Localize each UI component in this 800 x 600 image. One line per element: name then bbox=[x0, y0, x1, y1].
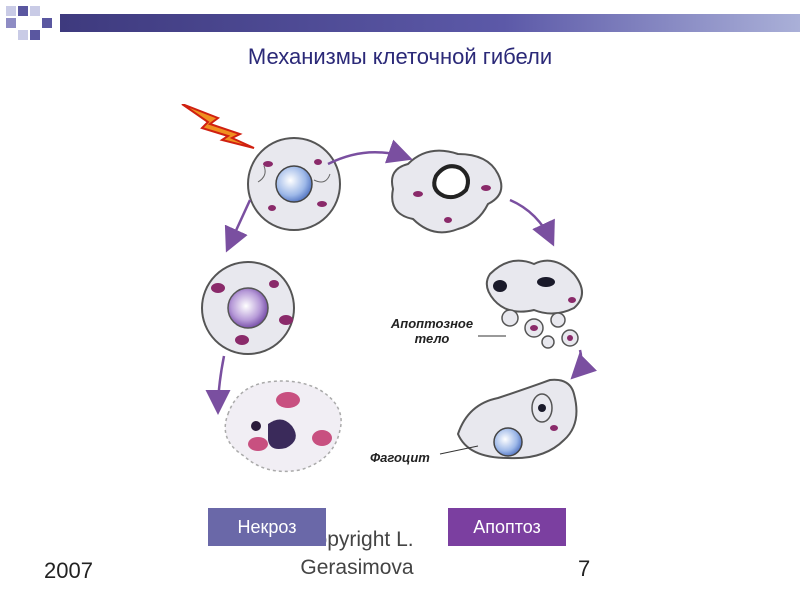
footer-year: 2007 bbox=[44, 558, 93, 583]
phagocyte-label: Фагоцит bbox=[370, 450, 430, 465]
necrosis-button[interactable]: Некроз bbox=[208, 508, 326, 546]
copyright-text: Copyright L. Gerasimova bbox=[272, 526, 442, 582]
arrow-to-rupture bbox=[205, 355, 231, 415]
apoptosis-button[interactable]: Апоптоз bbox=[448, 508, 566, 546]
header-band bbox=[60, 14, 800, 32]
cell-death-illustration bbox=[181, 103, 597, 473]
apoptotic-body-label-line1: Апоптозное bbox=[390, 316, 474, 331]
apoptotic-shrinking-cell bbox=[391, 149, 503, 234]
slide-title: Механизмы клеточной гибели bbox=[247, 44, 553, 69]
arrow-to-apoptotic-bodies bbox=[509, 198, 555, 247]
swollen-necrotic-cell bbox=[201, 261, 295, 355]
ruptured-necrotic-cell bbox=[224, 380, 342, 473]
phagocyte-cell bbox=[456, 378, 578, 460]
normal-cell bbox=[247, 137, 341, 231]
arrow-to-phagocyte bbox=[570, 349, 597, 380]
copyright-line1: Copyright L. bbox=[300, 528, 414, 551]
phagocyte-pointer bbox=[439, 445, 479, 455]
apoptotic-bodies bbox=[485, 259, 583, 349]
arrow-to-swelling bbox=[224, 199, 252, 253]
cell-death-diagram: Апоптозное тело Фагоцит bbox=[118, 103, 638, 504]
copyright-line2: Gerasimova bbox=[300, 556, 414, 579]
apoptotic-body-label: Апоптозное тело bbox=[376, 316, 488, 346]
apoptotic-body-label-line2: тело bbox=[414, 331, 450, 346]
page-number: 7 bbox=[578, 556, 591, 581]
lightning-icon bbox=[181, 103, 255, 149]
arrow-to-apoptosis bbox=[327, 139, 413, 166]
header-bar bbox=[0, 0, 800, 48]
decorative-squares bbox=[0, 0, 64, 48]
